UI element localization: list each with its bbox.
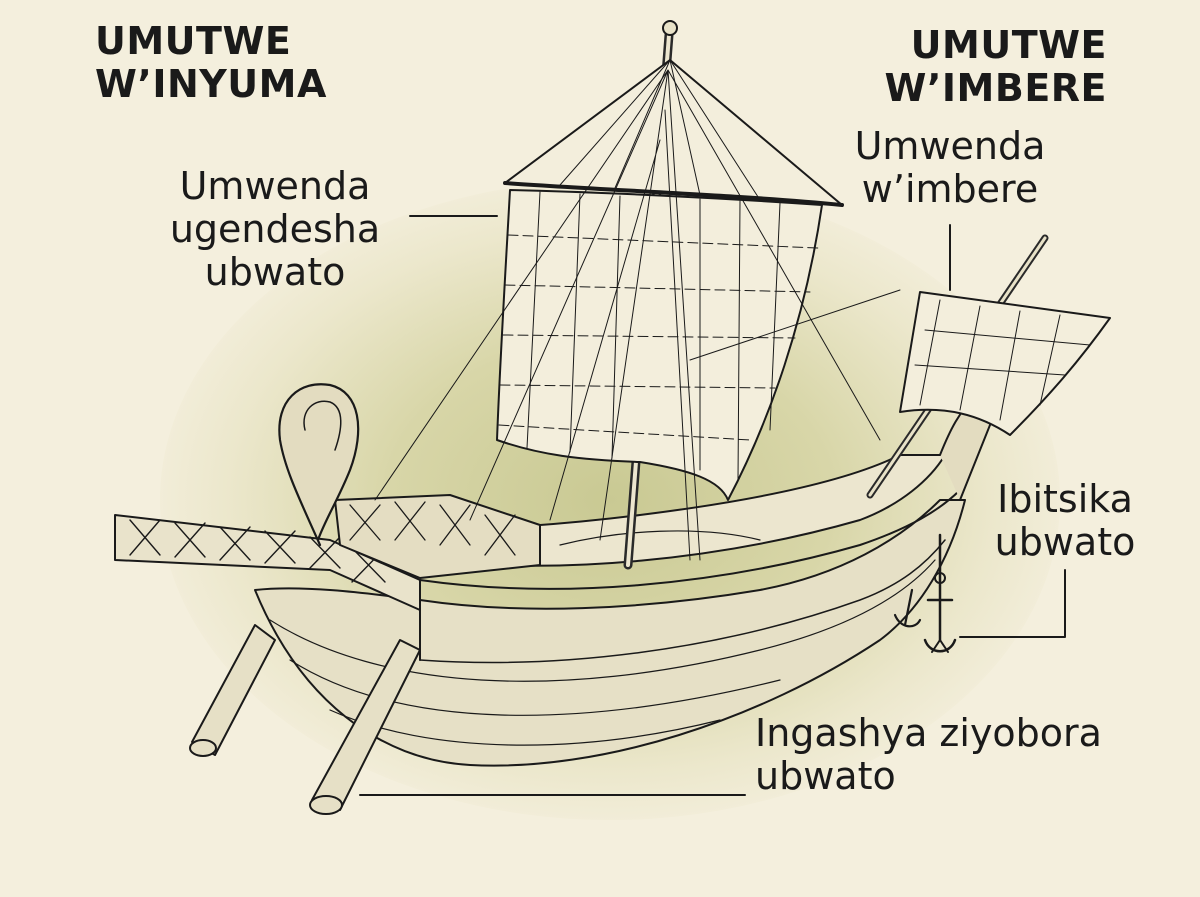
label-mainsail-line-2: ugendesha xyxy=(169,206,381,251)
heading-bow-line-2: W’IMBERE xyxy=(884,65,1107,110)
anchor-left xyxy=(893,588,922,628)
label-mainsail-line-1: Umwenda xyxy=(179,164,371,208)
label-anchor-line-2: ubwato xyxy=(994,519,1136,564)
stern-post xyxy=(278,383,360,547)
rigging xyxy=(374,69,901,561)
hull-planking xyxy=(269,559,936,682)
label-rudder: Ingashya ziyobora ubwato xyxy=(755,712,1102,798)
masthead-ball xyxy=(662,20,678,36)
stern-cabin xyxy=(334,494,541,579)
label-mainsail-line-3: ubwato xyxy=(204,249,346,294)
topsail xyxy=(504,59,843,206)
heading-bow: UMUTWE W’IMBERE xyxy=(885,24,1107,110)
label-foresail-line-1: Umwenda xyxy=(854,124,1046,168)
anchor-right xyxy=(923,533,957,653)
main-yard xyxy=(503,181,844,207)
heading-bow-line-1: UMUTWE xyxy=(910,23,1107,67)
heading-stern: UMUTWE W’INYUMA xyxy=(95,20,327,106)
label-foresail-line-2: w’imbere xyxy=(861,166,1039,211)
foresail xyxy=(899,291,1111,436)
label-anchor-line-1: Ibitsika xyxy=(997,477,1133,521)
label-rudder-line-2: ubwato xyxy=(755,753,896,798)
heading-stern-line-1: UMUTWE xyxy=(95,19,292,63)
label-rudder-line-1: Ingashya ziyobora xyxy=(755,711,1102,755)
leader-anchor xyxy=(959,569,1066,638)
label-foresail: Umwenda w’imbere xyxy=(840,125,1060,211)
heading-stern-line-2: W’INYUMA xyxy=(95,61,327,106)
label-anchor: Ibitsika ubwato xyxy=(980,478,1150,564)
label-mainsail: Umwenda ugendesha ubwato xyxy=(155,165,395,294)
hull xyxy=(254,499,966,767)
rudder-left xyxy=(191,624,276,756)
